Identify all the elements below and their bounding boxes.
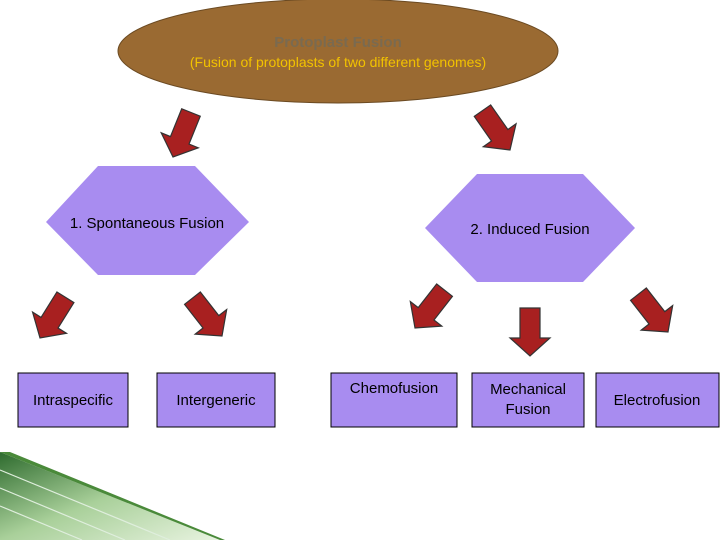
leaf-intraspecific: Intraspecific	[17, 372, 129, 428]
leaf-chemofusion: Chemofusion	[330, 372, 458, 428]
branch-label-induced: 2. Induced Fusion	[470, 221, 589, 238]
root-title: Protoplast Fusion	[274, 34, 402, 51]
leaf-label-mechanical-line1: Mechanical	[490, 381, 566, 398]
leaf-box-mechanical-fusion	[471, 372, 585, 428]
arrow-root-to-induced	[465, 98, 527, 163]
leaf-mechanical-fusion: Mechanical Fusion	[471, 372, 585, 428]
branch-label-spontaneous: 1. Spontaneous Fusion	[70, 215, 224, 232]
root-subtitle: (Fusion of protoplasts of two different …	[190, 54, 486, 70]
leaf-label-intraspecific: Intraspecific	[33, 392, 114, 409]
leaf-intergeneric: Intergeneric	[156, 372, 276, 428]
arrow-induced-to-electrofusion	[622, 281, 685, 345]
root-node: Protoplast Fusion (Fusion of protoplasts…	[117, 0, 559, 104]
arrow-root-to-spontaneous	[153, 104, 211, 166]
leaf-box-electrofusion	[595, 372, 720, 428]
arrow-spontaneous-to-intraspecific	[22, 286, 83, 350]
arrow-induced-to-mechanical	[509, 307, 551, 357]
leaf-box-intraspecific	[17, 372, 129, 428]
arrow-induced-to-chemofusion	[398, 277, 461, 341]
hexagon-induced	[425, 174, 635, 282]
hexagon-spontaneous	[46, 166, 249, 275]
leaf-label-mechanical-line2: Fusion	[505, 401, 550, 418]
arrow-spontaneous-to-intergeneric	[176, 285, 239, 349]
branch-induced: 2. Induced Fusion	[425, 174, 635, 282]
root-ellipse	[117, 0, 559, 104]
corner-decoration	[0, 452, 225, 540]
leaf-box-chemofusion	[330, 372, 458, 428]
branch-spontaneous: 1. Spontaneous Fusion	[46, 166, 249, 275]
leaf-electrofusion: Electrofusion	[595, 372, 720, 428]
leaf-label-electrofusion: Electrofusion	[614, 392, 701, 409]
leaf-label-intergeneric: Intergeneric	[176, 392, 256, 409]
leaf-label-chemofusion: Chemofusion	[350, 380, 438, 397]
leaf-box-intergeneric	[156, 372, 276, 428]
